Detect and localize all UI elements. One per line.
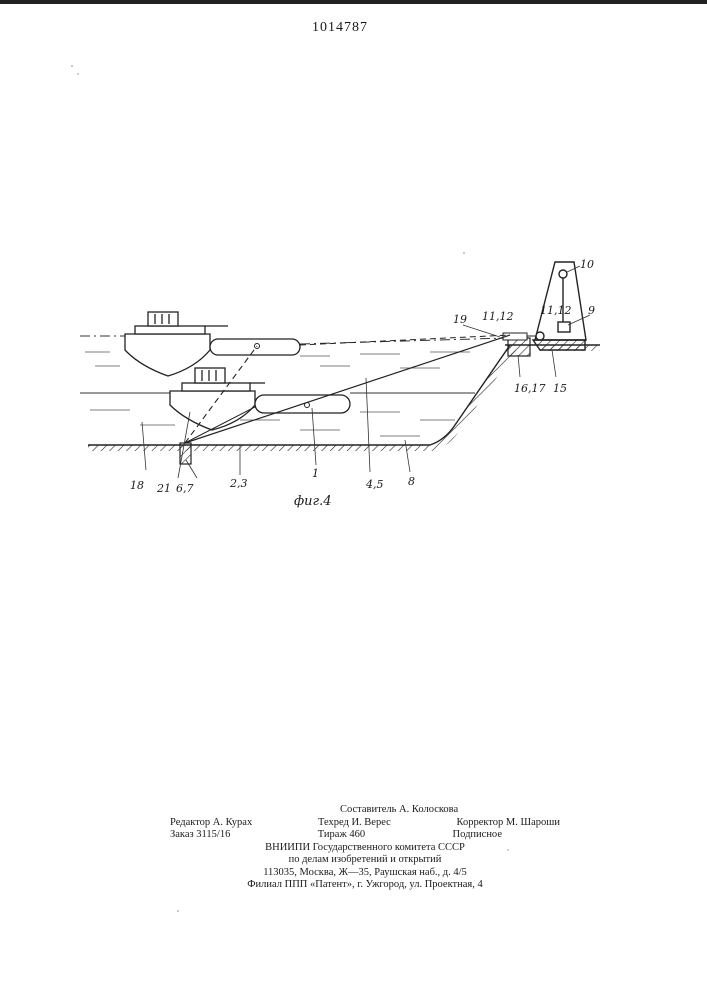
label-18: 18 [130, 479, 144, 492]
label-19: 19 [453, 313, 467, 326]
label-21: 21 [156, 482, 171, 495]
subscription: Подписное [453, 829, 560, 842]
label-9: 9 [588, 304, 595, 317]
org-line-1: ВНИИПИ Государственного комитета СССР [170, 842, 560, 855]
org-line-2: по делам изобретений и открытий [170, 854, 560, 867]
imprint-block: Составитель А. Колоскова Редактор А. Кур… [170, 804, 560, 892]
label-11-12-right: 11,12 [540, 304, 572, 317]
label-1: 1 [312, 467, 319, 480]
label-16-17: 16,17 [514, 382, 546, 395]
techred: Техред И. Верес [318, 817, 391, 830]
editor: Редактор А. Курах [170, 817, 252, 830]
circulation: Тираж 460 [318, 829, 365, 842]
block-16-17 [508, 338, 530, 356]
label-8: 8 [408, 475, 415, 488]
editors-row: Редактор А. Курах Техред И. Верес Коррек… [170, 817, 560, 830]
branch-line: Филиал ППП «Патент», г. Ужгород, ул. Про… [170, 879, 560, 892]
compiler-line: Составитель А. Колоскова [170, 804, 560, 817]
cable-upper-dashed [300, 335, 510, 345]
figure-caption: фиг.4 [294, 494, 332, 509]
label-4-5: 4,5 [365, 478, 384, 491]
order-row: Заказ 3115/16 Тираж 460 Подписное [170, 829, 560, 842]
order: Заказ 3115/16 [170, 829, 230, 842]
label-10: 10 [580, 258, 594, 271]
label-15: 15 [553, 382, 567, 395]
label-11-12-left: 11,12 [482, 310, 514, 323]
label-2-3: 2,3 [229, 477, 248, 490]
label-6-7: 6,7 [176, 482, 194, 495]
address-line: 113035, Москва, Ж—35, Раушская наб., д. … [170, 867, 560, 880]
anchor-block [180, 443, 191, 464]
corrector: Корректор М. Шароши [457, 817, 560, 830]
